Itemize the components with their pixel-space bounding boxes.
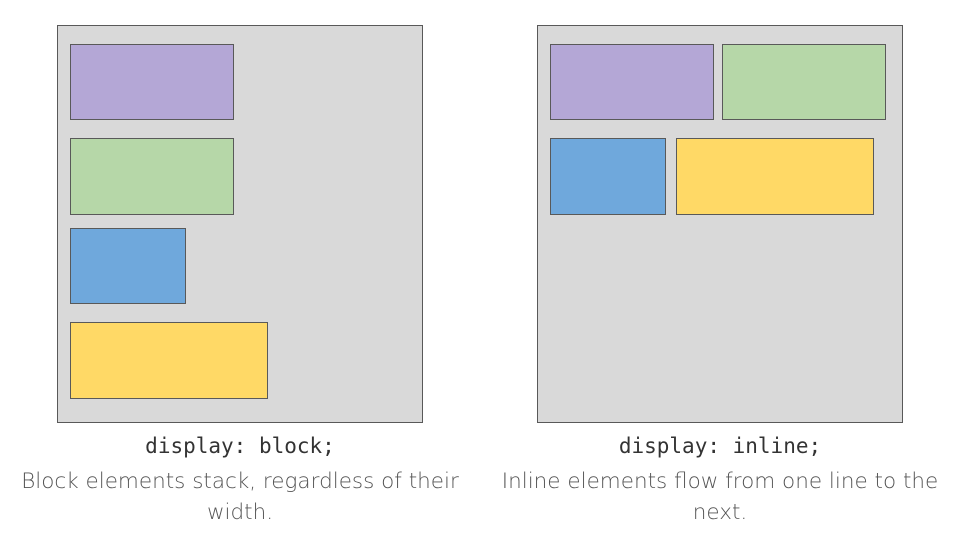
block-caption: Block elements stack, regardless of thei… <box>21 469 459 525</box>
inline-code-label: display: inline; <box>618 434 822 458</box>
blue-block-box <box>70 228 186 304</box>
block-demo-panel <box>57 25 423 423</box>
green-inline-box <box>722 44 886 120</box>
blue-inline-box <box>550 138 666 215</box>
block-code-label: display: block; <box>145 434 335 458</box>
inline-caption: Inline elements flow from one line to th… <box>501 469 939 525</box>
green-block-box <box>70 138 234 215</box>
purple-block-box <box>70 44 234 120</box>
inline-demo-panel <box>537 25 903 423</box>
yellow-inline-box <box>676 138 874 215</box>
yellow-block-box <box>70 322 268 399</box>
purple-inline-box <box>550 44 714 120</box>
